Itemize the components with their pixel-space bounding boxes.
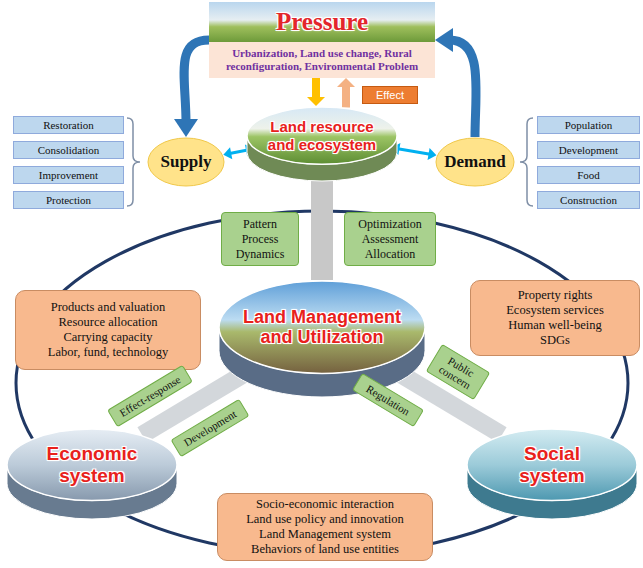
node-text: Allocation: [348, 247, 432, 262]
text-area: Land Management and Utilization: [218, 280, 426, 374]
node-text: Land Management system: [224, 527, 426, 542]
factor-box: Food: [537, 166, 640, 184]
attribute-box: Socio-economic interactionLand use polic…: [217, 493, 433, 561]
node-text: Restoration: [17, 119, 120, 132]
node-text: Resource allocation: [22, 315, 194, 330]
node-text: Demand: [435, 152, 515, 172]
node-text: Carrying capacity: [22, 330, 194, 345]
factor-box: Improvement: [13, 166, 124, 184]
disc-top: [7, 429, 177, 501]
node-text: Public concern: [431, 349, 485, 394]
disc-top: [467, 429, 637, 501]
effect-arrow: [337, 78, 355, 108]
node-text: Protection: [17, 194, 120, 207]
system-disc: Land Management and Utilization: [218, 280, 426, 398]
link-label: Development: [171, 399, 250, 457]
attribute-box: Property rightsEcosystem servicesHuman w…: [470, 280, 640, 356]
edge-line: [449, 40, 476, 137]
flow-ellipse: Demand: [435, 137, 515, 187]
arrow-head: [223, 147, 232, 159]
disc-top: [247, 107, 397, 164]
arrow-head: [307, 97, 325, 106]
node-text: Improvement: [17, 169, 120, 182]
node-text: Labor, fund, technology: [22, 345, 194, 360]
system-disc: Economic system: [6, 428, 178, 520]
arrow-head: [428, 148, 437, 160]
edge-line: [184, 40, 209, 123]
node-text: Development: [541, 144, 636, 157]
node-text: Consolidation: [17, 144, 120, 157]
disc-top: [219, 281, 425, 373]
bracket: [520, 118, 533, 206]
flow-arrow: [435, 28, 476, 137]
node-text: Economic system: [37, 443, 147, 487]
bracket: [127, 118, 140, 206]
flow-arrow: [174, 40, 209, 137]
pressure-title: Pressure: [209, 2, 435, 42]
text-area: Economic system: [6, 428, 178, 502]
ellipse-shape: [436, 138, 514, 186]
node-text: Property rights: [477, 288, 633, 303]
arrow-head: [435, 28, 453, 52]
factor-box: Construction: [537, 191, 640, 209]
text-area: Land resource and ecosystem: [246, 106, 398, 165]
system-disc: Land resource and ecosystem: [246, 106, 398, 182]
link-band: [322, 165, 323, 280]
node-text: Socio-economic interaction: [224, 497, 426, 512]
edge-line: [311, 165, 333, 280]
node-text: Effect-response: [113, 370, 188, 421]
edge-line: [398, 149, 430, 155]
factor-box: Restoration: [13, 116, 124, 134]
ellipse-shape: [148, 138, 224, 186]
node-text: Population: [541, 119, 636, 132]
node-text: Ecosystem services: [477, 303, 633, 318]
node-text: Assessment: [348, 232, 432, 247]
attribute-box: Products and valuationResource allocatio…: [15, 290, 201, 370]
link-label: Effect-response: [107, 365, 193, 427]
pressure-banner: PressureUrbanization, Land use change, R…: [209, 2, 435, 78]
node-text: Food: [541, 169, 636, 182]
node-text: Land resource and ecosystem: [260, 118, 384, 153]
node-text: Social system: [497, 443, 607, 487]
node-text: Human well-being: [477, 318, 633, 333]
arrow-head: [337, 78, 355, 87]
node-text: Supply: [147, 152, 225, 172]
exchange-arrow: [392, 143, 437, 160]
edge-line: [342, 85, 350, 107]
flow-ellipse: Supply: [147, 137, 225, 187]
node-text: Pattern: [225, 217, 295, 232]
factor-box: Consolidation: [13, 141, 124, 159]
factor-box: Population: [537, 116, 640, 134]
system-disc: Social system: [466, 428, 638, 520]
factor-box: Development: [537, 141, 640, 159]
node-text: Land use policy and innovation: [224, 512, 426, 527]
node-text: Products and valuation: [22, 300, 194, 315]
process-box: OptimizationAssessmentAllocation: [344, 212, 436, 266]
process-box: PatternProcessDynamics: [221, 212, 299, 266]
text-area: Social system: [466, 428, 638, 502]
edge-line: [312, 78, 320, 99]
node-text: Effect: [363, 89, 417, 102]
node-text: Development: [176, 404, 244, 451]
node-text: Construction: [541, 194, 636, 207]
effect-arrow: [307, 78, 325, 106]
node-text: Dynamics: [225, 247, 295, 262]
node-text: Land Management and Utilization: [232, 307, 412, 348]
node-text: SDGs: [477, 333, 633, 348]
node-text: Optimization: [348, 217, 432, 232]
edge-line: [230, 150, 248, 153]
node-text: Behaviors of land use entities: [224, 542, 426, 557]
pressure-subtitle: Urbanization, Land use change, Rural rec…: [209, 42, 435, 78]
node-text: Process: [225, 232, 295, 247]
factor-box: Protection: [13, 191, 124, 209]
effect-tag: Effect: [362, 86, 418, 104]
arrow-head: [174, 119, 198, 137]
